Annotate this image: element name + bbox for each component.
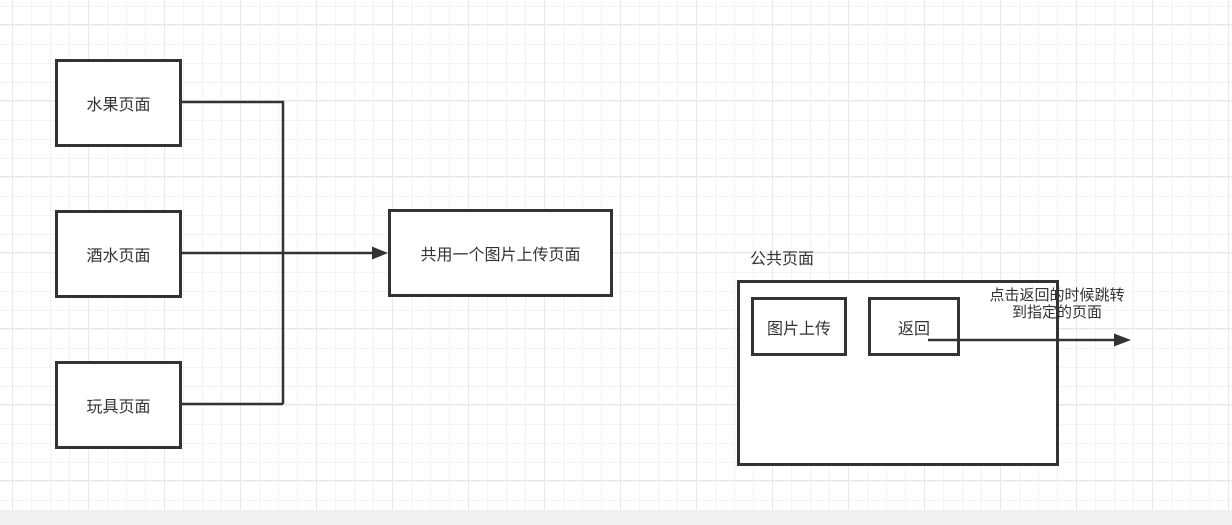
- arrowhead-shared-page: [372, 246, 388, 260]
- shape-back-button[interactable]: 返回: [868, 297, 960, 356]
- shape-image-upload-button-label: 图片上传: [766, 320, 831, 338]
- public-page-title: 公共页面: [750, 251, 815, 268]
- shape-fruit-page[interactable]: 水果页面: [55, 59, 182, 147]
- connector-merge-to-shared-arrow[interactable]: [182, 246, 388, 260]
- shape-drinks-page[interactable]: 酒水页面: [55, 210, 182, 298]
- shape-fruit-page-label: 水果页面: [86, 97, 151, 114]
- shape-shared-upload-page[interactable]: 共用一个图片上传页面: [388, 209, 613, 297]
- connector-fruit-to-merge[interactable]: [182, 100, 285, 404]
- shape-back-button-label: 返回: [897, 320, 930, 338]
- arrowhead-back: [1114, 333, 1131, 347]
- bottom-bar: [0, 510, 1232, 525]
- shape-drinks-page-label: 酒水页面: [86, 248, 151, 265]
- back-arrow-annotation-line2: 到指定的页面: [1011, 304, 1102, 321]
- back-arrow-annotation: 点击返回的时候跳转 到指定的页面: [976, 287, 1138, 321]
- back-arrow-annotation-line1: 点击返回的时候跳转: [989, 287, 1125, 304]
- shape-image-upload-button[interactable]: 图片上传: [751, 297, 847, 356]
- shape-toys-page-label: 玩具页面: [86, 399, 151, 416]
- shape-toys-page[interactable]: 玩具页面: [55, 361, 182, 449]
- shape-shared-upload-page-label: 共用一个图片上传页面: [420, 247, 581, 264]
